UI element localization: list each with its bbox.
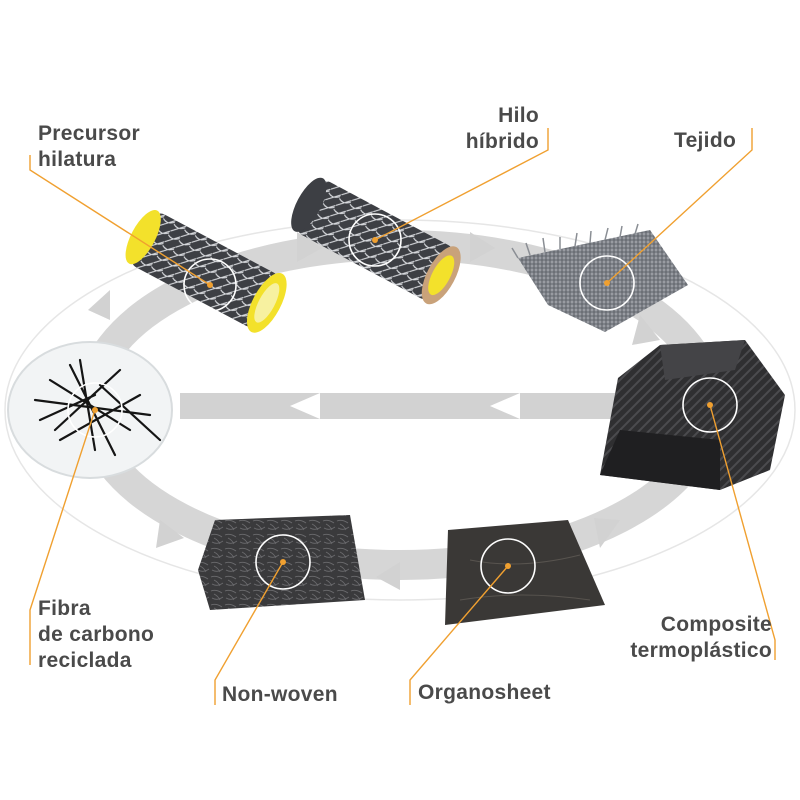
label-line: Precursor	[38, 122, 140, 145]
label-line: Tejido	[674, 129, 737, 152]
label-organosheet: Organosheet	[418, 680, 551, 706]
label-hilo-hibrido: Hilo híbrido	[455, 103, 539, 155]
leader-lines	[29, 128, 776, 705]
woven-fabric-icon	[511, 223, 688, 332]
composite-part-icon	[600, 340, 785, 490]
label-line: hilatura	[38, 148, 117, 171]
recycled-fiber-dish-icon	[7, 341, 173, 479]
label-line: Organosheet	[418, 681, 551, 704]
label-line: híbrido	[465, 130, 539, 153]
label-line: de carbono	[38, 623, 155, 646]
target-markers	[67, 213, 738, 594]
label-line: Fibra	[38, 597, 91, 620]
label-line: Hilo	[498, 104, 539, 127]
label-line: Composite	[660, 613, 772, 636]
label-composite-termoplastico: Composite termoplástico	[604, 612, 772, 664]
label-line: Non-woven	[222, 683, 338, 706]
label-precursor-hilatura: Precursor hilatura	[38, 121, 140, 173]
organosheet-icon	[445, 520, 605, 625]
label-line: reciclada	[38, 649, 132, 672]
yarn-spool-icon	[125, 210, 287, 333]
label-line: termoplástico	[630, 639, 772, 662]
label-tejido: Tejido	[674, 128, 736, 154]
label-fibra-de-carbono-reciclada: Fibra de carbono reciclada	[38, 596, 154, 674]
label-non-woven: Non-woven	[222, 682, 338, 708]
